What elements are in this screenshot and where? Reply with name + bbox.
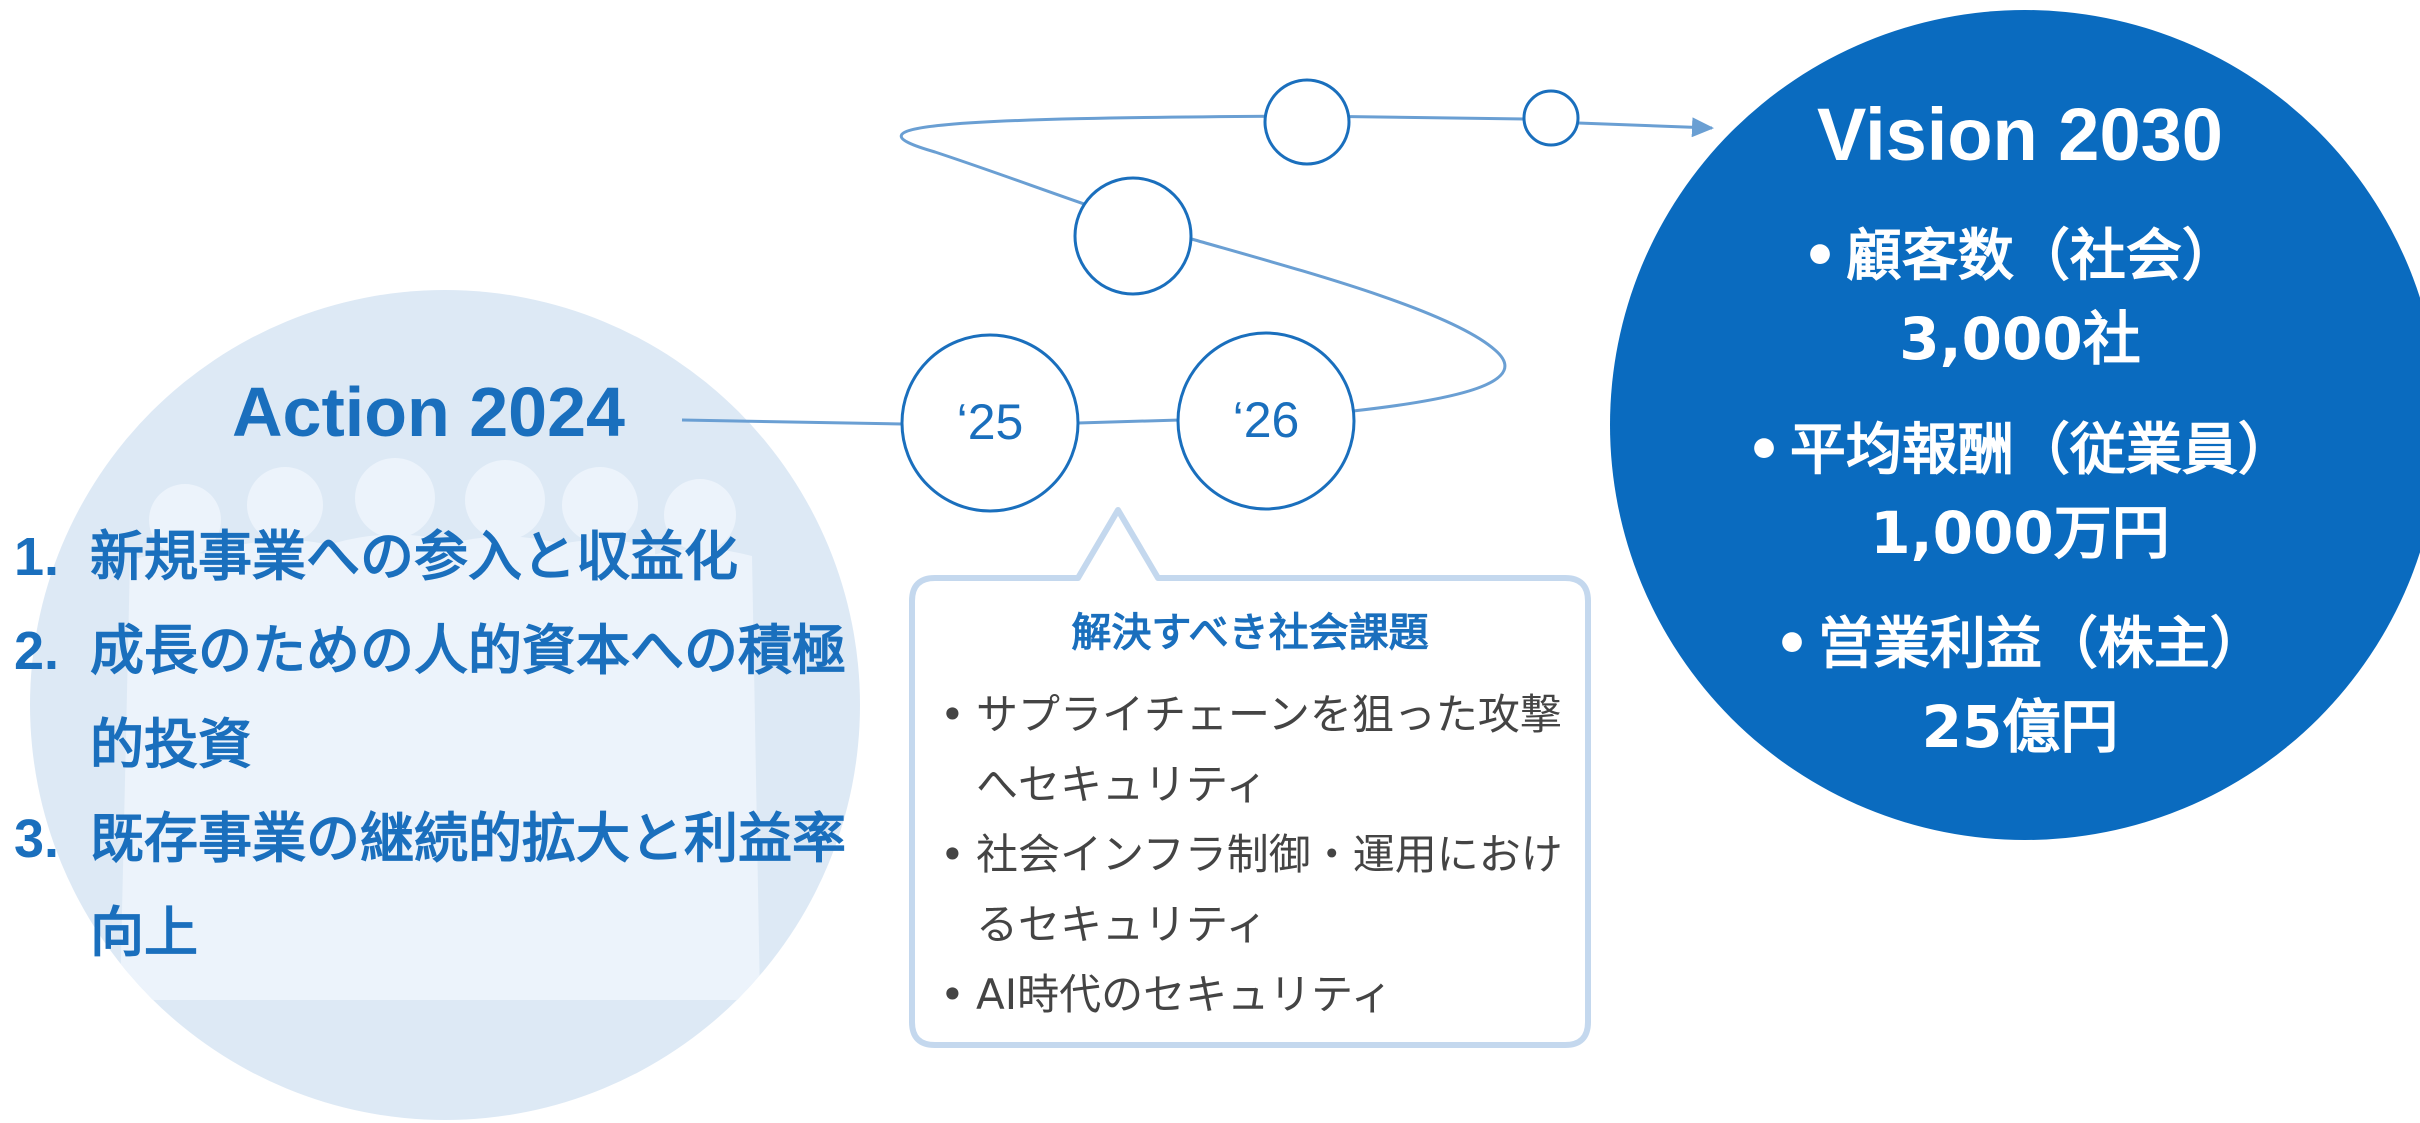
action-title: Action 2024: [232, 373, 625, 451]
action-item-text: 新規事業への参入と収益化: [90, 525, 738, 588]
issues-list: サプライチェーンを狙った攻撃へセキュリティ 社会インフラ制御・運用におけるセキュ…: [920, 680, 1580, 1030]
vision-list: 顧客数（社会） 3,000社 平均報酬（従業員） 1,000万円 営業利益（株主…: [1600, 215, 2420, 797]
year-label-26: ‘26: [1232, 392, 1300, 448]
vision-title: Vision 2030: [1817, 93, 2223, 176]
action-item: 3. 既存事業の継続的拡大と利益率向上: [14, 792, 894, 980]
action-item-number: 1.: [14, 527, 60, 587]
action-item-number: 3.: [14, 809, 60, 869]
vision-item-label: 顧客数（社会）: [1600, 215, 2420, 299]
issue-item: 社会インフラ制御・運用におけるセキュリティ: [920, 820, 1580, 960]
issue-item: サプライチェーンを狙った攻撃へセキュリティ: [920, 680, 1580, 820]
vision-item-value: 25億円: [1921, 693, 2119, 761]
vision-item-label: 営業利益（株主）: [1600, 603, 2420, 687]
vision-item: 平均報酬（従業員） 1,000万円: [1600, 409, 2420, 573]
milestone-circle: [1263, 78, 1351, 166]
action-list: 1. 新規事業への参入と収益化 2. 成長のための人的資本への積極的投資 3. …: [14, 510, 894, 980]
vision-arrow: [1577, 117, 1714, 138]
issues-panel: 解決すべき社会課題 サプライチェーンを狙った攻撃へセキュリティ 社会インフラ制御…: [920, 600, 1580, 1030]
vision-item: 営業利益（株主） 25億円: [1600, 603, 2420, 767]
year-connector-line: [1077, 418, 1181, 425]
vision-item-value: 1,000万円: [1870, 499, 2170, 567]
action-item-number: 2.: [14, 621, 60, 681]
action-item: 1. 新規事業への参入と収益化: [14, 510, 894, 604]
vision-item-label: 平均報酬（従業員）: [1600, 409, 2420, 493]
vision-item-value: 3,000社: [1899, 305, 2141, 373]
year-circle-25: [900, 333, 1080, 513]
action-item-text: 成長のための人的資本への積極的投資: [90, 619, 846, 776]
action-connector-line: [681, 418, 903, 426]
year-label-25: ‘25: [956, 394, 1024, 450]
year-circle-26: [1176, 331, 1356, 511]
action-item-text: 既存事業の継続的拡大と利益率向上: [90, 807, 846, 964]
vision-item: 顧客数（社会） 3,000社: [1600, 215, 2420, 379]
issue-item: AI時代のセキュリティ: [920, 960, 1580, 1030]
people-silhouette-icon: [120, 458, 760, 1000]
issues-title: 解決すべき社会課題: [1071, 610, 1429, 656]
action-item: 2. 成長のための人的資本への積極的投資: [14, 604, 894, 792]
milestone-circle: [1073, 176, 1193, 296]
milestone-circle: [1522, 89, 1580, 147]
